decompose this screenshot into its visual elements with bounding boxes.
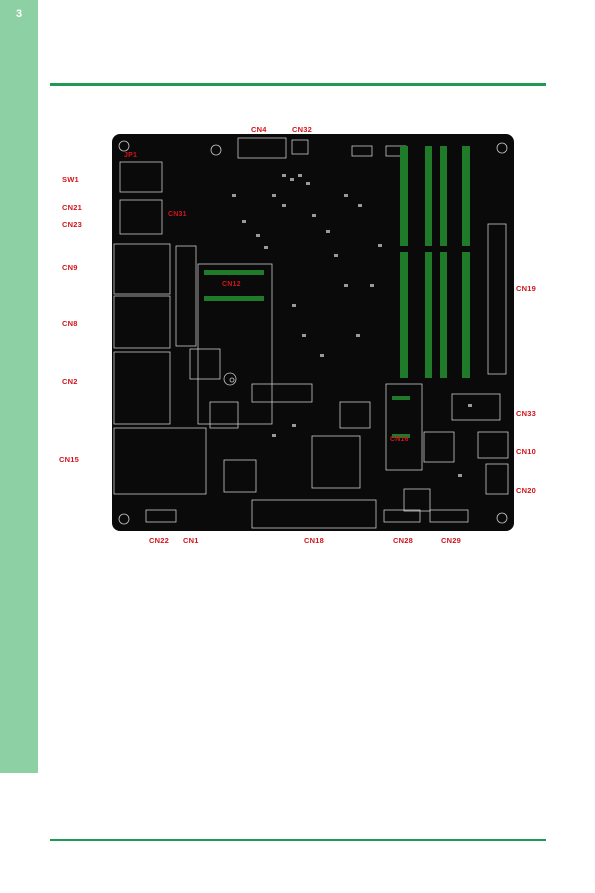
label-cn31: CN31 — [168, 211, 187, 218]
label-jp1: JP1 — [124, 152, 138, 159]
label-cn18: CN18 — [304, 536, 324, 545]
label-cn9: CN9 — [62, 263, 78, 272]
side-band: 3 — [0, 0, 38, 773]
label-cn19: CN19 — [516, 284, 536, 293]
label-cn29: CN29 — [441, 536, 461, 545]
label-cn16: CN16 — [390, 436, 409, 443]
label-cn15: CN15 — [59, 455, 79, 464]
label-cn4: CN4 — [251, 125, 267, 134]
label-cn22: CN22 — [149, 536, 169, 545]
label-cn23: CN23 — [62, 220, 82, 229]
header-rule — [50, 83, 546, 86]
label-cn8: CN8 — [62, 319, 78, 328]
label-cn2: CN2 — [62, 377, 78, 386]
page-number: 3 — [15, 8, 23, 20]
footer-rule — [50, 839, 546, 841]
label-cn33: CN33 — [516, 409, 536, 418]
label-cn12: CN12 — [222, 281, 241, 288]
motherboard-layout: JP1 CN31 CN12 CN16 — [112, 134, 514, 531]
label-cn21: CN21 — [62, 203, 82, 212]
label-cn28: CN28 — [393, 536, 413, 545]
board-drawing — [113, 137, 509, 529]
label-cn32: CN32 — [292, 125, 312, 134]
label-cn10: CN10 — [516, 447, 536, 456]
label-cn20: CN20 — [516, 486, 536, 495]
label-sw1: SW1 — [62, 175, 79, 184]
label-cn1: CN1 — [183, 536, 199, 545]
